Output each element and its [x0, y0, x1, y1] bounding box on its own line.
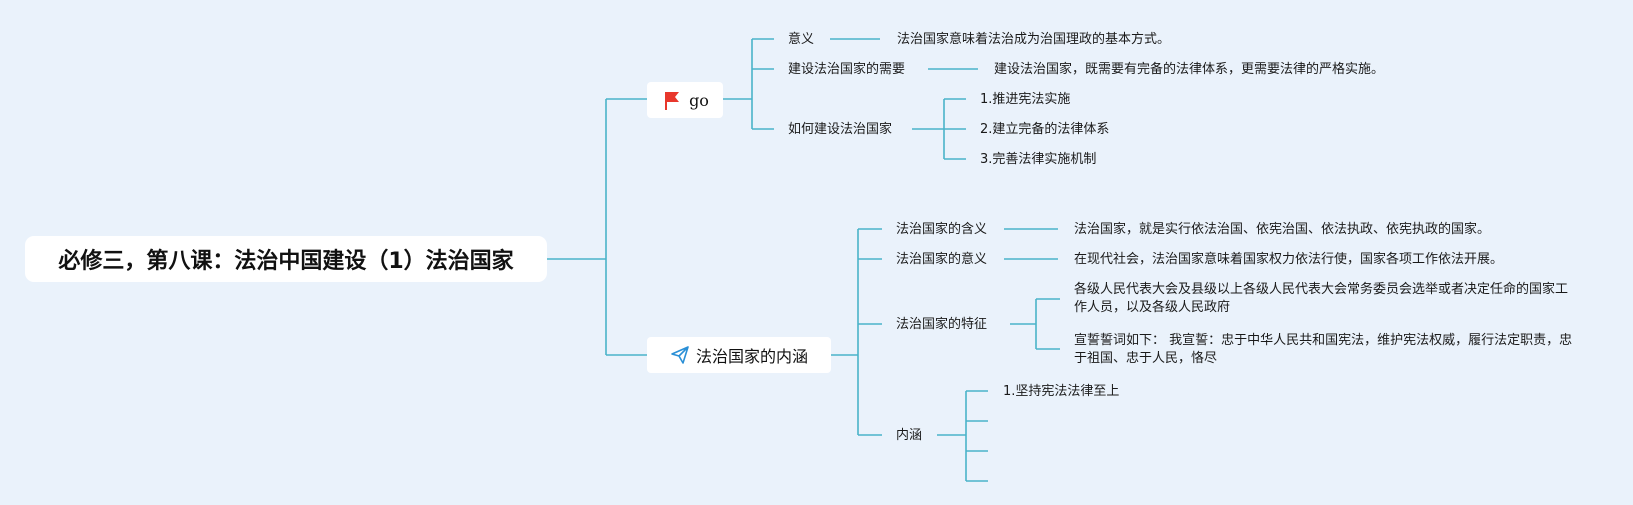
content-child-connotation[interactable]: 内涵 [896, 428, 923, 443]
content-child-significance[interactable]: 法治国家的意义 [896, 252, 988, 267]
go-child-need-detail[interactable]: 建设法治国家，既需要有完备的法律体系，更需要法律的严格实施。 [994, 62, 1385, 77]
branch-go-label: go [689, 90, 709, 110]
flag-icon [661, 89, 683, 111]
branch-content-label: 法治国家的内涵 [695, 347, 808, 366]
go-child-meaning-detail[interactable]: 法治国家意味着法治成为治国理政的基本方式。 [897, 32, 1171, 47]
go-child-how[interactable]: 如何建设法治国家 [788, 122, 893, 137]
content-child-definition[interactable]: 法治国家的含义 [896, 222, 988, 237]
content-child-features[interactable]: 法治国家的特征 [896, 317, 988, 332]
content-child-definition-detail[interactable]: 法治国家，就是实行依法治国、依宪治国、依法执政、依宪执政的国家。 [1074, 222, 1491, 237]
go-child-need[interactable]: 建设法治国家的需要 [788, 62, 906, 77]
root-topic-label: 必修三，第八课：法治中国建设（1）法治国家 [58, 249, 514, 274]
go-child-meaning[interactable]: 意义 [788, 32, 815, 47]
how-item-2[interactable]: 2.建立完备的法律体系 [980, 122, 1110, 137]
branch-content-topic[interactable]: 法治国家的内涵 [647, 337, 831, 373]
branch-go-topic[interactable]: go [647, 82, 723, 118]
how-item-3[interactable]: 3.完善法律实施机制 [980, 152, 1097, 167]
features-detail-1[interactable]: 各级人民代表大会及县级以上各级人民代表大会常务委员会选举或者决定任命的国家工作人… [1074, 282, 1569, 315]
how-item-1[interactable]: 1.推进宪法实施 [980, 92, 1071, 107]
content-child-significance-detail[interactable]: 在现代社会，法治国家意味着国家权力依法行使，国家各项工作依法开展。 [1074, 252, 1504, 267]
features-detail-2[interactable]: 宣誓誓词如下： 我宣誓：忠于中华人民共和国宪法，维护宪法权威，履行法定职责，忠于… [1074, 333, 1573, 366]
root-topic[interactable]: 必修三，第八课：法治中国建设（1）法治国家 [25, 236, 547, 282]
paper-plane-icon [670, 345, 690, 365]
connotation-item-1[interactable]: 1.坚持宪法法律至上 [1003, 384, 1120, 399]
